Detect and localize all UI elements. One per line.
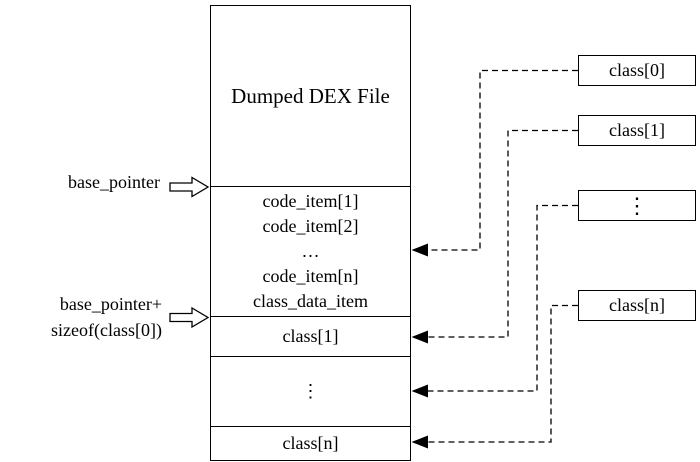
code-item-row-1: code_item[1] <box>262 191 359 211</box>
arrowhead-class0-icon <box>411 243 428 257</box>
code-item-row-2: code_item[2] <box>262 216 359 236</box>
class0-box: class[0] <box>578 55 696 86</box>
arrowhead-class1-icon <box>411 330 428 344</box>
class-data-item-row: class_data_item <box>253 291 368 311</box>
ellipsis-section: ⋮ <box>211 356 410 426</box>
base-pointer-arrow-icon <box>169 176 210 198</box>
dashed-connector-class0 <box>428 69 578 251</box>
base-pointer-offset-label: base_pointer+ sizeof(class[0]) <box>0 291 162 343</box>
classn-section: class[n] <box>211 426 410 459</box>
base-pointer-offset-arrow-icon <box>169 306 210 329</box>
class1-box: class[1] <box>578 115 696 146</box>
offset-label-line2: sizeof(class[0]) <box>51 320 162 340</box>
dashed-connector-classn <box>428 304 578 443</box>
dumped-dex-file-box: Dumped DEX File code_item[1] code_item[2… <box>210 5 411 461</box>
arrowhead-classn-icon <box>411 435 428 449</box>
ellipsis-box: ⋮ <box>578 190 696 221</box>
arrowhead-ellipsis-icon <box>411 384 428 398</box>
dashed-connector-class1 <box>428 129 578 338</box>
dex-file-title: Dumped DEX File <box>231 83 390 108</box>
dashed-connector-ellipsis <box>428 204 578 392</box>
code-item-row-n: code_item[n] <box>262 266 359 286</box>
base-pointer-label: base_pointer <box>68 172 160 192</box>
classn-box: class[n] <box>578 290 696 321</box>
code-item-ellipsis: … <box>301 241 320 261</box>
code-item-section: code_item[1] code_item[2] … code_item[n]… <box>211 186 410 316</box>
class1-section: class[1] <box>211 316 410 356</box>
offset-label-line1: base_pointer+ <box>59 294 162 314</box>
